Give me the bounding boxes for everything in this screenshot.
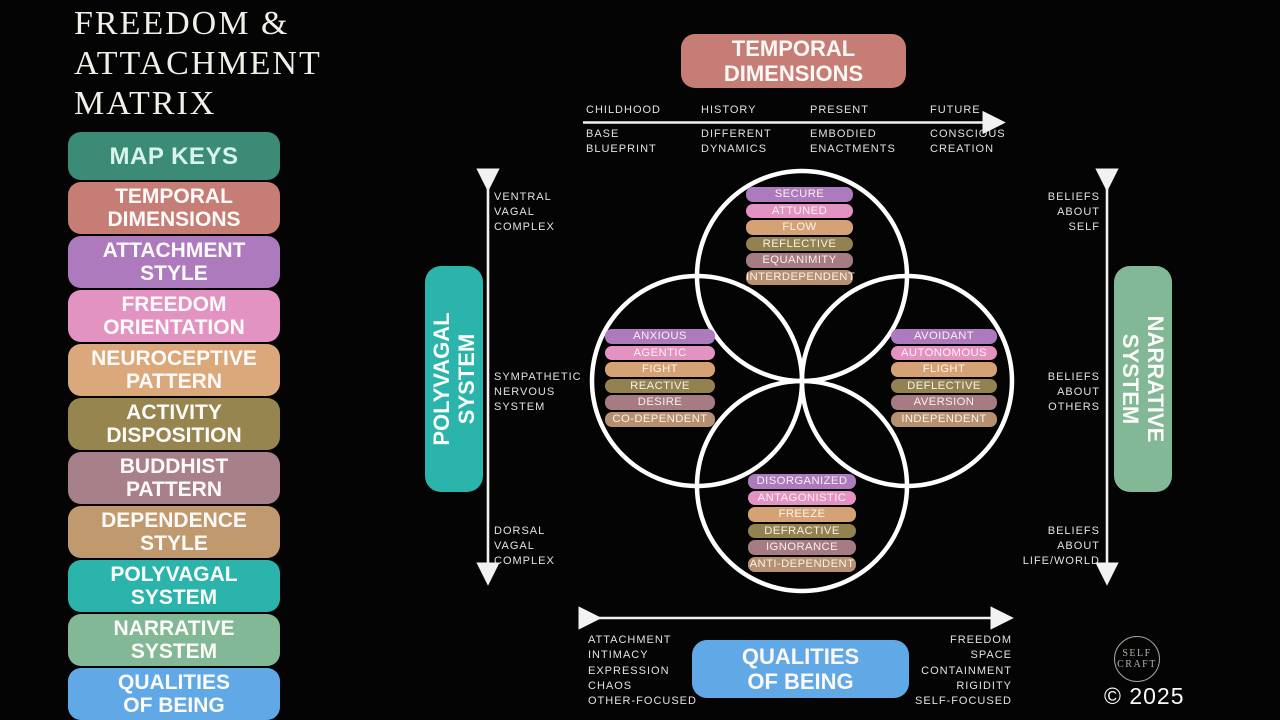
pill-anxious: ANXIOUS [605, 329, 715, 344]
key-dependence-style: DEPENDENCE STYLE [68, 506, 280, 558]
pill-flight: FLIGHT [891, 362, 997, 377]
key-polyvagal-system: POLYVAGAL SYSTEM [68, 560, 280, 612]
pill-flow: FLOW [746, 220, 853, 235]
pill-interdependent: INTERDEPENDENT [746, 269, 856, 285]
map-keys-header: MAP KEYS [68, 132, 280, 180]
qualities-right-list: FREEDOM SPACE CONTAINMENT RIGIDITY SELF-… [915, 634, 1012, 708]
pill-anti-dependent: ANTI-DEPENDENT [748, 556, 856, 572]
polyvagal-label-ventral: VENTRAL VAGAL COMPLEX [494, 191, 555, 233]
pill-fight: FIGHT [605, 362, 715, 377]
pill-avoidant: AVOIDANT [891, 329, 997, 344]
pill-autonomous: AUTONOMOUS [891, 345, 997, 361]
narrative-system-box: NARRATIVE SYSTEM [1114, 266, 1172, 492]
key-freedom-orientation: FREEDOM ORIENTATION [68, 290, 280, 342]
venn-bottom-pills: DISORGANIZED ANTAGONISTIC FREEZE DEFRACT… [748, 474, 856, 572]
pill-deflective: DEFLECTIVE [891, 378, 997, 394]
narrative-system-box-label: NARRATIVE SYSTEM [1118, 315, 1168, 443]
narrative-label-others: BELIEFS ABOUT OTHERS [1047, 371, 1100, 413]
temporal-mode-different-dynamics: DIFFERENT DYNAMICS [701, 128, 772, 155]
polyvagal-system-box-label: POLYVAGAL SYSTEM [429, 312, 479, 446]
selfcraft-logo: SELF CRAFT [1114, 636, 1160, 682]
key-neuroceptive-pattern: NEUROCEPTIVE PATTERN [68, 344, 280, 396]
pill-aversion: AVERSION [891, 395, 997, 410]
venn-right-pills: AVOIDANT AUTONOMOUS FLIGHT DEFLECTIVE AV… [891, 329, 997, 427]
selfcraft-logo-line1: SELF [1122, 648, 1152, 659]
venn-top-pills: SECURE ATTUNED FLOW REFLECTIVE EQUANIMIT… [746, 187, 856, 285]
pill-equanimity: EQUANIMITY [746, 253, 853, 268]
key-narrative-system: NARRATIVE SYSTEM [68, 614, 280, 666]
key-activity-disposition: ACTIVITY DISPOSITION [68, 398, 280, 450]
polyvagal-system-box: POLYVAGAL SYSTEM [425, 266, 483, 492]
temporal-mode-embodied-enactments: EMBODIED ENACTMENTS [810, 128, 896, 155]
temporal-stage-future: FUTURE [930, 104, 981, 116]
venn-circle-bottom [694, 378, 910, 594]
pill-co-dependent: CO-DEPENDENT [605, 411, 715, 427]
key-attachment-style: ATTACHMENT STYLE [68, 236, 280, 288]
pill-independent: INDEPENDENT [891, 411, 997, 427]
temporal-stage-present: PRESENT [810, 104, 869, 116]
narrative-label-self: BELIEFS ABOUT SELF [1047, 191, 1100, 233]
narrative-label-life-world: BELIEFS ABOUT LIFE/WORLD [1022, 525, 1100, 567]
qualities-of-being-header: QUALITIES OF BEING [692, 640, 909, 698]
map-keys-legend: MAP KEYS TEMPORAL DIMENSIONS ATTACHMENT … [68, 132, 280, 720]
venn-left-pills: ANXIOUS AGENTIC FIGHT REACTIVE DESIRE CO… [605, 329, 715, 427]
selfcraft-logo-line2: CRAFT [1117, 659, 1157, 670]
temporal-dimensions-header: TEMPORAL DIMENSIONS [681, 34, 906, 88]
pill-desire: DESIRE [605, 395, 715, 410]
pill-defractive: DEFRACTIVE [748, 523, 856, 539]
pill-attuned: ATTUNED [746, 203, 853, 219]
pill-antagonistic: ANTAGONISTIC [748, 490, 856, 506]
pill-agentic: AGENTIC [605, 345, 715, 361]
temporal-stage-childhood: CHILDHOOD [586, 104, 662, 116]
pill-disorganized: DISORGANIZED [748, 474, 856, 489]
pill-reflective: REFLECTIVE [746, 236, 853, 252]
temporal-mode-conscious-creation: CONSCIOUS CREATION [930, 128, 1006, 155]
qualities-left-list: ATTACHMENT INTIMACY EXPRESSION CHAOS OTH… [588, 634, 697, 708]
key-qualities-of-being: QUALITIES OF BEING [68, 668, 280, 720]
temporal-mode-base-blueprint: BASE BLUEPRINT [586, 128, 657, 155]
polyvagal-label-dorsal: DORSAL VAGAL COMPLEX [494, 525, 555, 567]
pill-reactive: REACTIVE [605, 378, 715, 394]
key-buddhist-pattern: BUDDHIST PATTERN [68, 452, 280, 504]
copyright-text: © 2025 [1104, 683, 1185, 709]
pill-secure: SECURE [746, 187, 853, 202]
polyvagal-label-sympathetic: SYMPATHETIC NERVOUS SYSTEM [494, 371, 582, 413]
pill-freeze: FREEZE [748, 507, 856, 522]
pill-ignorance: IGNORANCE [748, 540, 856, 555]
key-temporal-dimensions: TEMPORAL DIMENSIONS [68, 182, 280, 234]
temporal-stage-history: HISTORY [701, 104, 757, 116]
page-title: FREEDOM & ATTACHMENT MATRIX [74, 5, 322, 122]
